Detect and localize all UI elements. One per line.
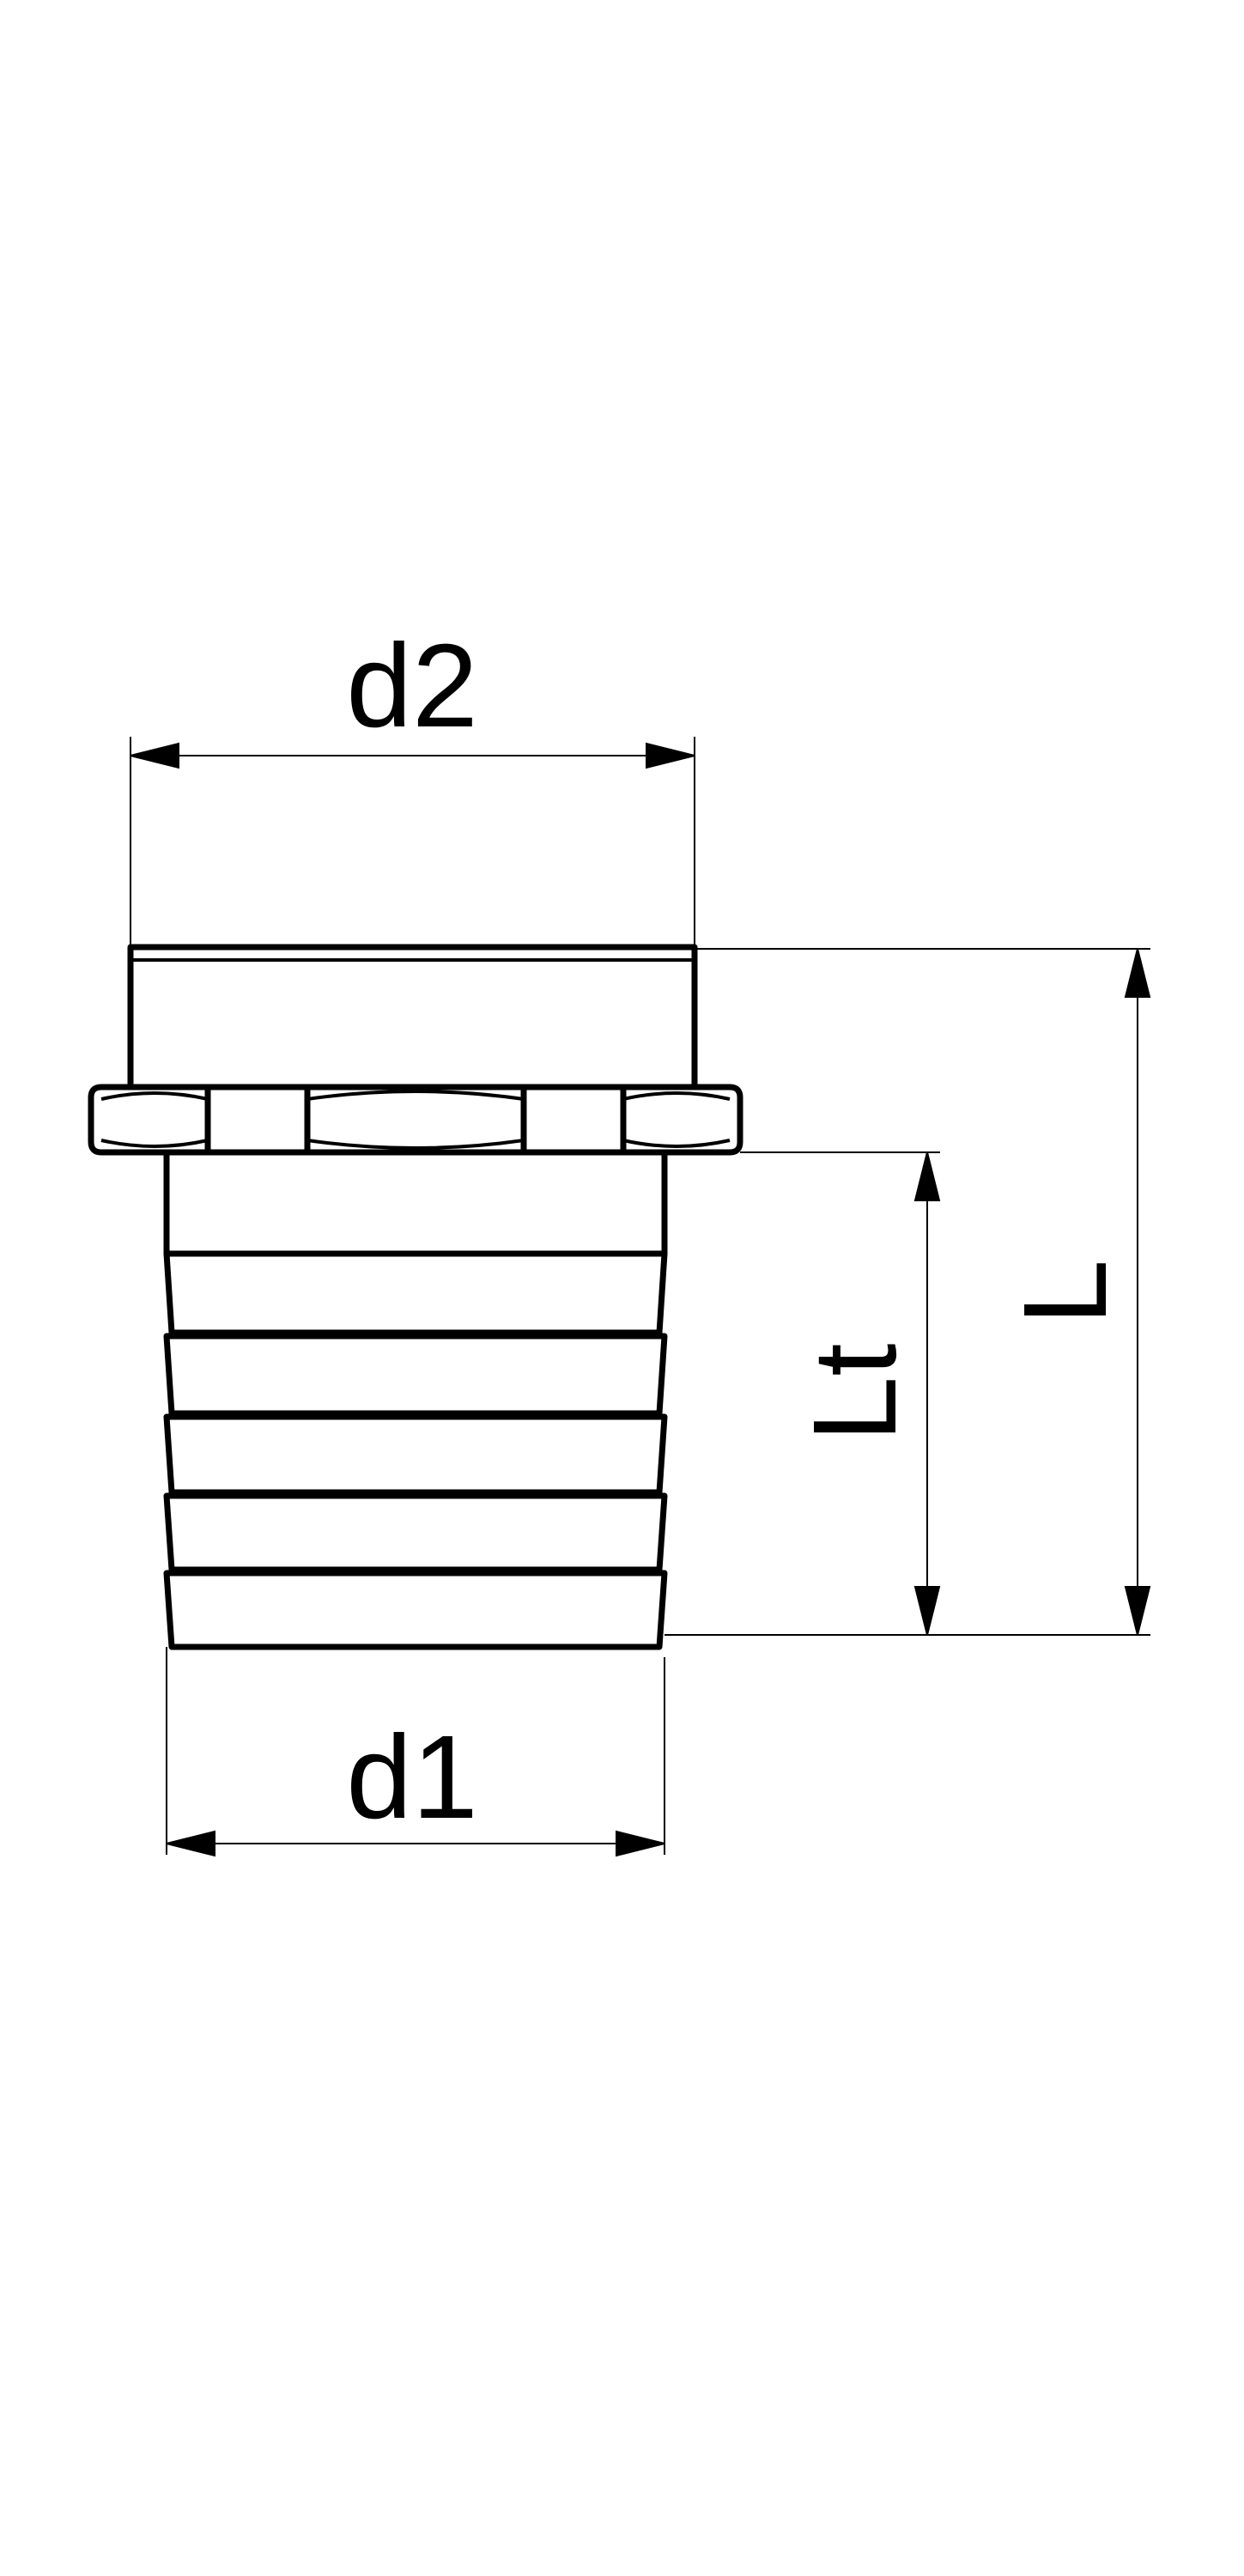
barb-1 bbox=[163, 1250, 668, 1336]
label-Lt: Lt bbox=[789, 1343, 921, 1442]
hex-arc-2 bbox=[100, 1139, 209, 1148]
Lt-arrow-top bbox=[913, 1151, 941, 1201]
barb-5 bbox=[163, 1570, 668, 1650]
d1-arrow-right bbox=[616, 1830, 665, 1857]
hex-arc-4 bbox=[306, 1139, 525, 1150]
hex-arc-6 bbox=[622, 1139, 731, 1148]
L-arrow-bottom bbox=[1124, 1586, 1151, 1636]
neck bbox=[163, 1149, 668, 1257]
hex-flange bbox=[88, 1084, 743, 1156]
d1-arrow-left bbox=[166, 1830, 215, 1857]
label-L: L bbox=[999, 1260, 1132, 1326]
label-d2: d2 bbox=[346, 620, 478, 752]
label-d1: d1 bbox=[346, 1711, 478, 1844]
barb-3 bbox=[163, 1413, 668, 1496]
L-arrow-top bbox=[1124, 948, 1151, 998]
barb-2 bbox=[163, 1333, 668, 1417]
threaded-collar bbox=[127, 944, 698, 1091]
d2-arrow-left bbox=[130, 742, 179, 769]
hex-arc-5 bbox=[622, 1091, 731, 1101]
hex-arc-1 bbox=[100, 1091, 209, 1101]
Lt-arrow-bottom bbox=[913, 1586, 941, 1636]
barb-4 bbox=[163, 1492, 668, 1573]
hex-arc-3 bbox=[306, 1090, 525, 1101]
dimensions bbox=[130, 737, 1151, 1857]
fitting-body bbox=[88, 944, 743, 1650]
d2-arrow-right bbox=[646, 742, 695, 769]
